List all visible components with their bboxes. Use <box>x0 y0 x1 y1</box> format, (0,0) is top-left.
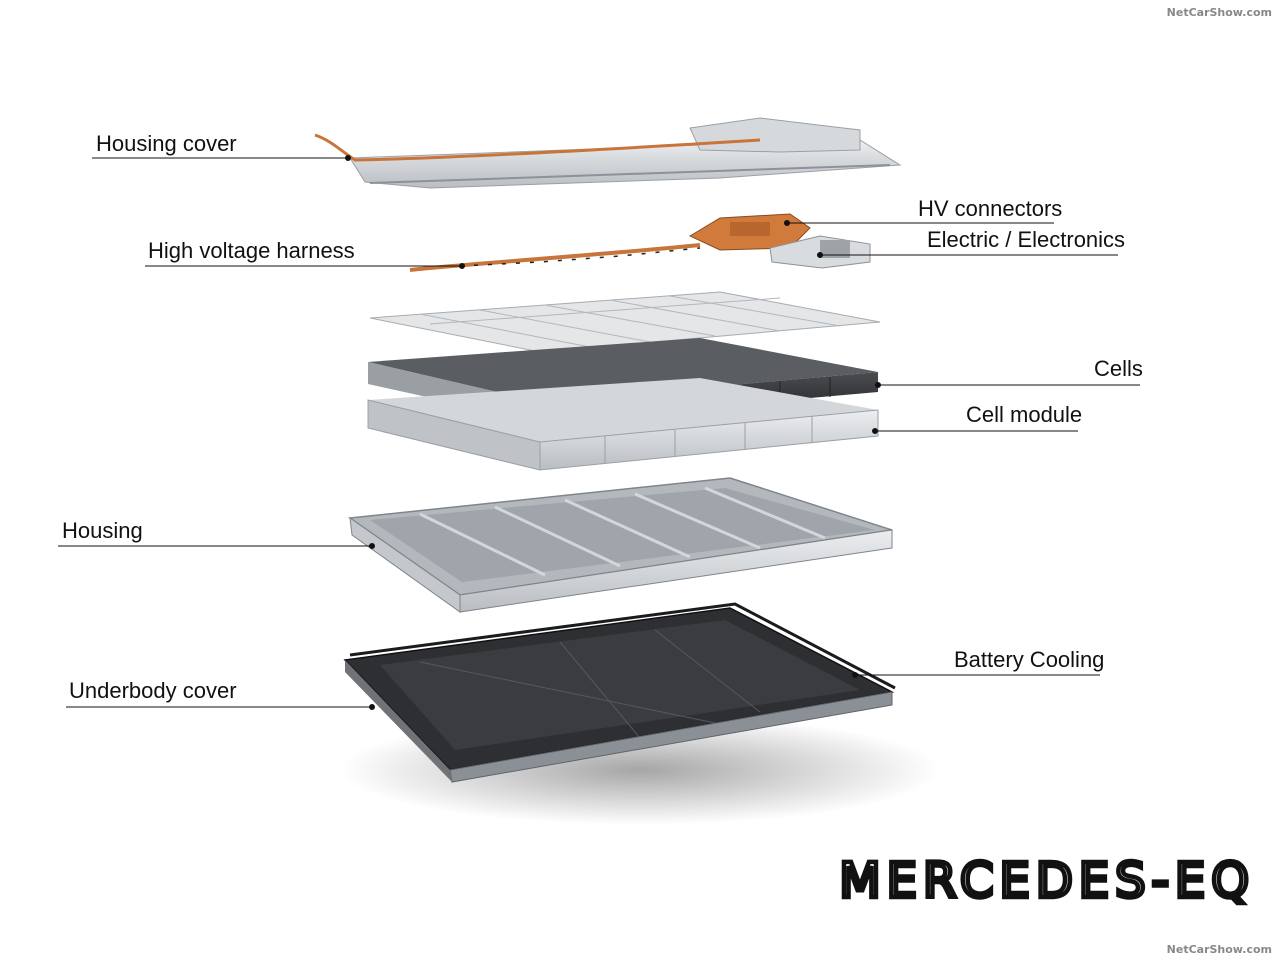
cell-contact-plates <box>369 291 881 353</box>
label-cell-module: Cell module <box>966 402 1083 427</box>
label-underbody-cover: Underbody cover <box>69 678 237 703</box>
label-housing-cover: Housing cover <box>96 131 237 156</box>
label-electric-electronics: Electric / Electronics <box>927 227 1126 252</box>
housing-part <box>347 477 893 613</box>
label-battery-cooling: Battery Cooling <box>954 647 1105 672</box>
battery-cooling-part <box>349 602 896 690</box>
label-housing: Housing <box>62 518 143 543</box>
watermark-top: NetCarShow.com <box>1166 6 1272 19</box>
housing-cover-part <box>314 117 902 189</box>
hv-connectors-part <box>688 213 811 251</box>
high-voltage-harness-part <box>409 243 701 272</box>
label-high-voltage-harness: High voltage harness <box>148 238 355 263</box>
label-hv-connectors: HV connectors <box>918 196 1063 221</box>
underbody-cover-part <box>340 607 940 825</box>
label-cells: Cells <box>1094 356 1143 381</box>
cell-module-part <box>367 378 879 471</box>
brand-logo: MERCEDES-EQ <box>839 853 1255 909</box>
watermark-bottom: NetCarShow.com <box>1166 943 1272 956</box>
